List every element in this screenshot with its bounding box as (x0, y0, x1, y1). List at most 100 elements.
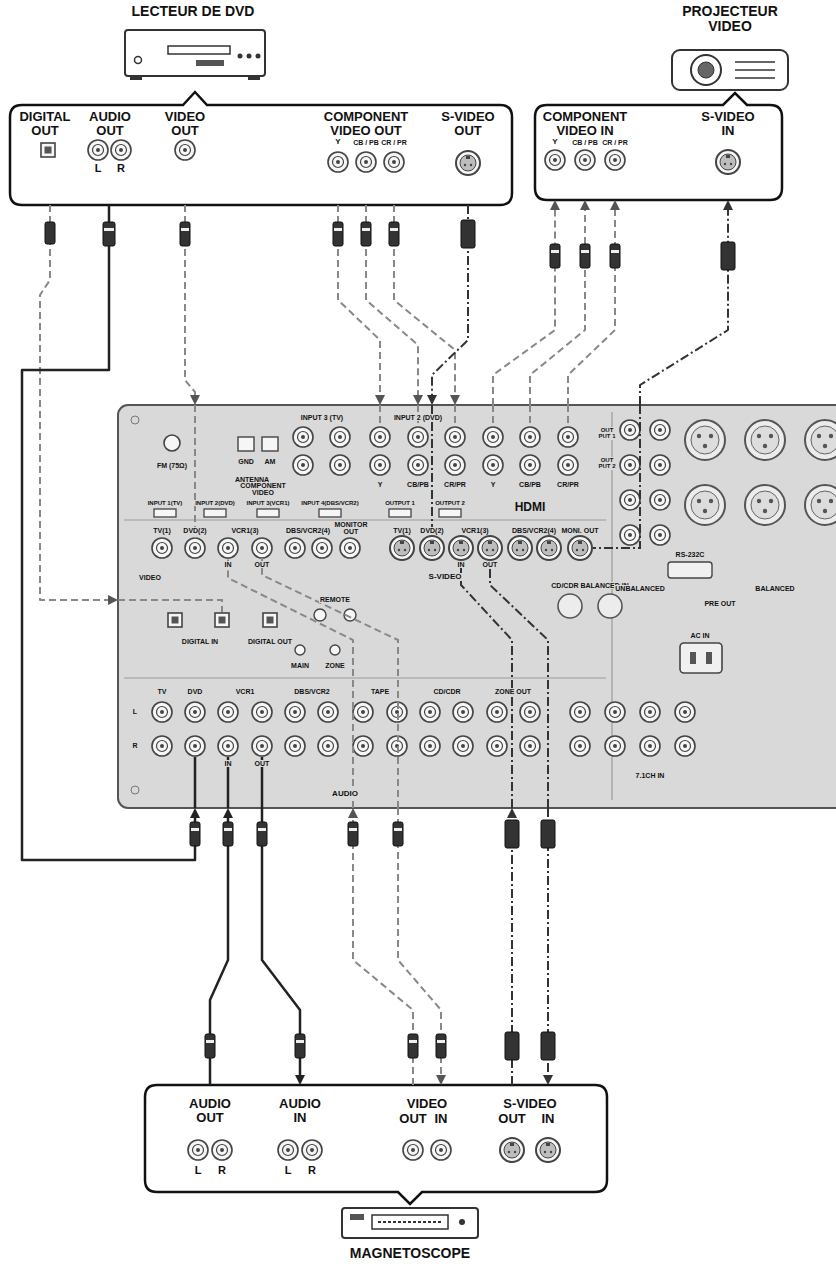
jack-label: AUDIO (331, 790, 359, 798)
dvd-player-illustration (238, 54, 243, 59)
jack-label: R (117, 163, 125, 175)
jack-label: L (195, 1165, 202, 1177)
dvd-player-illustration (125, 30, 265, 76)
jack-label: OUT (254, 561, 271, 568)
receiver-rear-panel (685, 420, 836, 525)
vcr-illustration (459, 1219, 465, 1225)
cable-plug-illustration (611, 250, 619, 253)
jack-label: TV(1) (392, 527, 412, 534)
receiver-rear-panel (605, 736, 625, 756)
receiver-rear-panel (745, 420, 785, 460)
cable-line (22, 205, 195, 860)
dvd-player-illustration (168, 46, 230, 54)
receiver-rear-panel (318, 736, 338, 756)
jack-symbol (403, 1140, 423, 1160)
cable-plug-illustration (349, 828, 357, 831)
cable-line (338, 205, 380, 397)
receiver-rear-panel (131, 416, 139, 424)
device-title: MAGNETOSCOPE (350, 1246, 470, 1261)
jack-symbol (500, 1138, 524, 1162)
receiver-rear-panel (314, 609, 326, 621)
cable-plug-illustration (721, 242, 735, 270)
cable-plug-illustration (505, 1032, 519, 1060)
jack-label: DIGITAL IN (181, 638, 219, 645)
jack-label: S-VIDEO (428, 573, 463, 581)
arrowhead (223, 808, 233, 818)
receiver-rear-panel (295, 645, 305, 655)
jack-label: INPUT 4(DBS/VCR2) (300, 500, 359, 506)
jack-label: BALANCED (754, 585, 795, 592)
cable-plug-illustration (257, 822, 267, 846)
projector-illustration (735, 61, 775, 63)
internal-cable-run (490, 561, 548, 808)
cable-plug-illustration (361, 222, 371, 246)
jack-label: COMPONENT VIDEO OUT (316, 110, 416, 137)
cable-plug-illustration (580, 244, 590, 268)
jack-label: VIDEO (138, 574, 162, 581)
jack-label: MONITOR OUT (332, 521, 370, 536)
jack-label: S-VIDEO IN (697, 110, 759, 137)
receiver-rear-panel (620, 455, 640, 475)
cable-plug-illustration (581, 250, 589, 253)
receiver-rear-panel (370, 427, 390, 447)
cable-plug-illustration (461, 220, 475, 248)
receiver-rear-panel (238, 437, 254, 451)
jack-label: CR/PR (556, 481, 580, 488)
jack-symbol (605, 150, 625, 170)
jack-label: CB / PB (572, 139, 598, 146)
receiver-rear-panel (620, 525, 640, 545)
dvd-player-illustration (135, 57, 142, 64)
receiver-rear-panel (745, 485, 785, 525)
jack-label: INPUT 2 (DVD) (393, 414, 443, 421)
cable-plug-illustration (362, 228, 370, 231)
receiver-rear-panel (168, 613, 182, 627)
jack-symbol (328, 152, 348, 172)
receiver-rear-panel (285, 538, 305, 558)
arrowhead (723, 200, 733, 210)
jack-label: COMPONENT VIDEO IN (535, 110, 635, 137)
receiver-rear-panel (478, 536, 502, 560)
receiver-rear-panel (293, 427, 578, 475)
receiver-rear-panel (453, 702, 473, 722)
receiver-rear-panel (154, 509, 176, 517)
internal-cable-run (118, 405, 568, 808)
cable-plug-illustration (295, 1034, 305, 1058)
jack-symbol (536, 1138, 560, 1162)
receiver-rear-panel (293, 427, 313, 447)
cable-plug-illustration (348, 822, 358, 846)
receiver-rear-panel (690, 652, 696, 664)
jack-symbol (384, 152, 404, 172)
receiver-rear-panel (293, 455, 313, 475)
receiver-rear-panel (319, 509, 341, 517)
jack-label: INPUT 2(DVD) (194, 500, 236, 506)
receiver-rear-panel (453, 736, 473, 756)
receiver-rear-panel (257, 509, 279, 517)
receiver-rear-panel (605, 702, 625, 722)
receiver-rear-panel (706, 652, 712, 664)
receiver-rear-panel (685, 485, 725, 525)
jack-symbol (431, 1140, 451, 1160)
dvd-player-illustration (196, 60, 224, 66)
receiver-rear-panel (370, 455, 390, 475)
jack-label: CB/PB (518, 481, 542, 488)
cable-line (394, 205, 455, 397)
jack-label: S-VIDEO (503, 1097, 556, 1111)
jack-label: IN (542, 1112, 555, 1126)
arrowhead (413, 395, 423, 405)
jack-label: Y (335, 138, 340, 146)
receiver-rear-panel (805, 420, 836, 460)
jack-label: IN (224, 561, 233, 568)
arrowhead (295, 1075, 305, 1085)
receiver-rear-panel (408, 455, 428, 475)
dvd-player-illustration (125, 30, 265, 80)
jack-symbol (41, 143, 55, 157)
cable-plug-illustration (610, 244, 620, 268)
arrowhead (450, 395, 460, 405)
jack-label: MONI. OUT (561, 527, 600, 534)
jack-label: CB / PB (353, 139, 379, 146)
projector-illustration (691, 55, 721, 85)
internal-cable-run (432, 405, 640, 808)
jack-label: Y (377, 481, 384, 488)
cable-plug-illustration (409, 1040, 417, 1043)
